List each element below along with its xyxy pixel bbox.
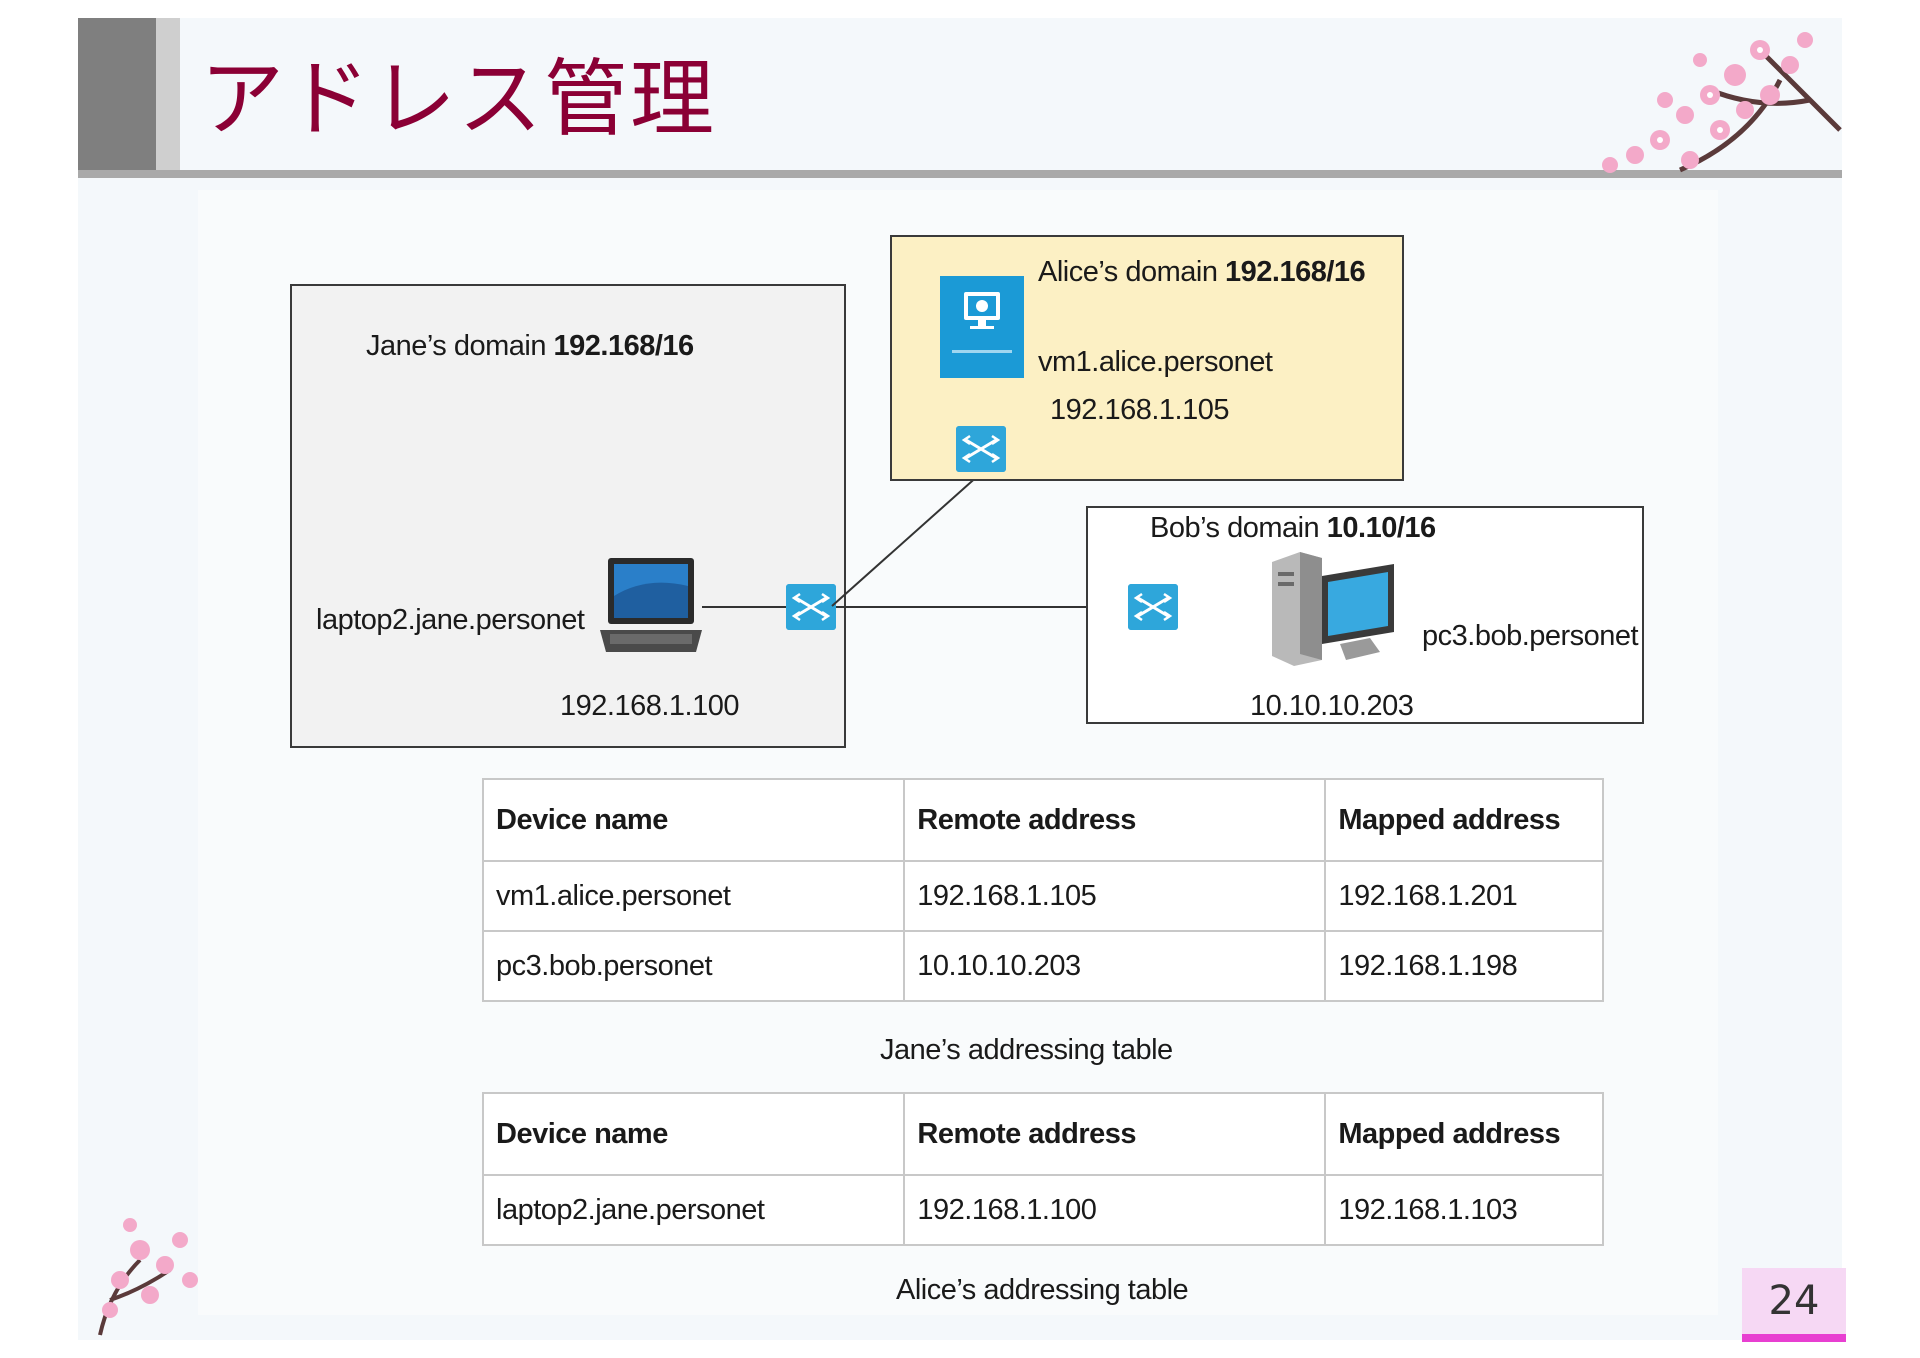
slide-title: アドレス管理 (200, 50, 717, 148)
jane-domain-prefix: 192.168/16 (553, 330, 695, 362)
cell-mapped-address: 192.168.1.198 (1324, 930, 1604, 1002)
table-row: vm1.alice.personet 192.168.1.105 192.168… (481, 860, 1604, 932)
link-laptop-switch (702, 606, 786, 608)
cherry-blossom-icon (1602, 32, 1842, 173)
bob-domain-prefix: 10.10/16 (1326, 512, 1436, 544)
laptop-icon (600, 558, 702, 652)
cell-mapped-address: 192.168.1.103 (1324, 1174, 1604, 1246)
alice-domain-name: Alice’s domain (1038, 256, 1218, 288)
network-switch-icon (786, 584, 836, 630)
table-header-row: Device name Remote address Mapped addres… (481, 778, 1604, 862)
title-accent-light (156, 18, 180, 178)
cherry-blossom-icon (98, 1218, 198, 1336)
title-underline (78, 170, 1842, 178)
bob-domain-label: Bob’s domain 10.10/16 (1150, 512, 1436, 545)
alice-device-name: vm1.alice.personet (1038, 346, 1273, 378)
cell-remote-address: 192.168.1.105 (903, 860, 1327, 932)
desktop-pc-icon (1272, 552, 1394, 666)
bob-domain-name: Bob’s domain (1150, 512, 1320, 544)
cell-mapped-address: 192.168.1.201 (1324, 860, 1604, 932)
jane-addressing-table: Device name Remote address Mapped addres… (481, 778, 1604, 1002)
alice-domain-label: Alice’s domain 192.168/16 (1038, 256, 1366, 289)
virtual-machine-icon (940, 276, 1024, 378)
jane-device-ip: 192.168.1.100 (560, 690, 739, 722)
cell-device-name: pc3.bob.personet (481, 930, 906, 1002)
header-mapped-address: Mapped address (1324, 778, 1604, 862)
link-jane-alice (831, 473, 981, 607)
page-number: 24 (1742, 1268, 1846, 1340)
cell-device-name: vm1.alice.personet (481, 860, 906, 932)
cell-remote-address: 192.168.1.100 (903, 1174, 1327, 1246)
cell-remote-address: 10.10.10.203 (903, 930, 1327, 1002)
jane-domain-label: Jane’s domain 192.168/16 (366, 330, 694, 363)
link-jane-bob (836, 606, 1128, 608)
network-switch-icon (1128, 584, 1178, 630)
title-accent-dark (78, 18, 156, 178)
header-remote-address: Remote address (903, 778, 1327, 862)
table-row: pc3.bob.personet 10.10.10.203 192.168.1.… (481, 930, 1604, 1002)
jane-table-caption: Jane’s addressing table (880, 1034, 1173, 1066)
network-switch-icon (956, 426, 1006, 472)
cell-device-name: laptop2.jane.personet (481, 1174, 906, 1246)
header-remote-address: Remote address (903, 1092, 1327, 1176)
alice-addressing-table: Device name Remote address Mapped addres… (481, 1092, 1604, 1246)
alice-table-caption: Alice’s addressing table (896, 1274, 1189, 1306)
alice-domain-prefix: 192.168/16 (1225, 256, 1366, 288)
table-header-row: Device name Remote address Mapped addres… (481, 1092, 1604, 1176)
header-mapped-address: Mapped address (1324, 1092, 1604, 1176)
header-device-name: Device name (481, 778, 906, 862)
jane-domain-box (290, 284, 846, 748)
alice-device-ip: 192.168.1.105 (1050, 394, 1229, 426)
table-row: laptop2.jane.personet 192.168.1.100 192.… (481, 1174, 1604, 1246)
jane-domain-name: Jane’s domain (366, 330, 546, 362)
bob-device-name: pc3.bob.personet (1422, 620, 1639, 652)
jane-device-name: laptop2.jane.personet (316, 604, 585, 636)
bob-domain-box (1086, 506, 1644, 724)
bob-device-ip: 10.10.10.203 (1250, 690, 1414, 722)
page-number-underline (1742, 1334, 1846, 1342)
header-device-name: Device name (481, 1092, 906, 1176)
